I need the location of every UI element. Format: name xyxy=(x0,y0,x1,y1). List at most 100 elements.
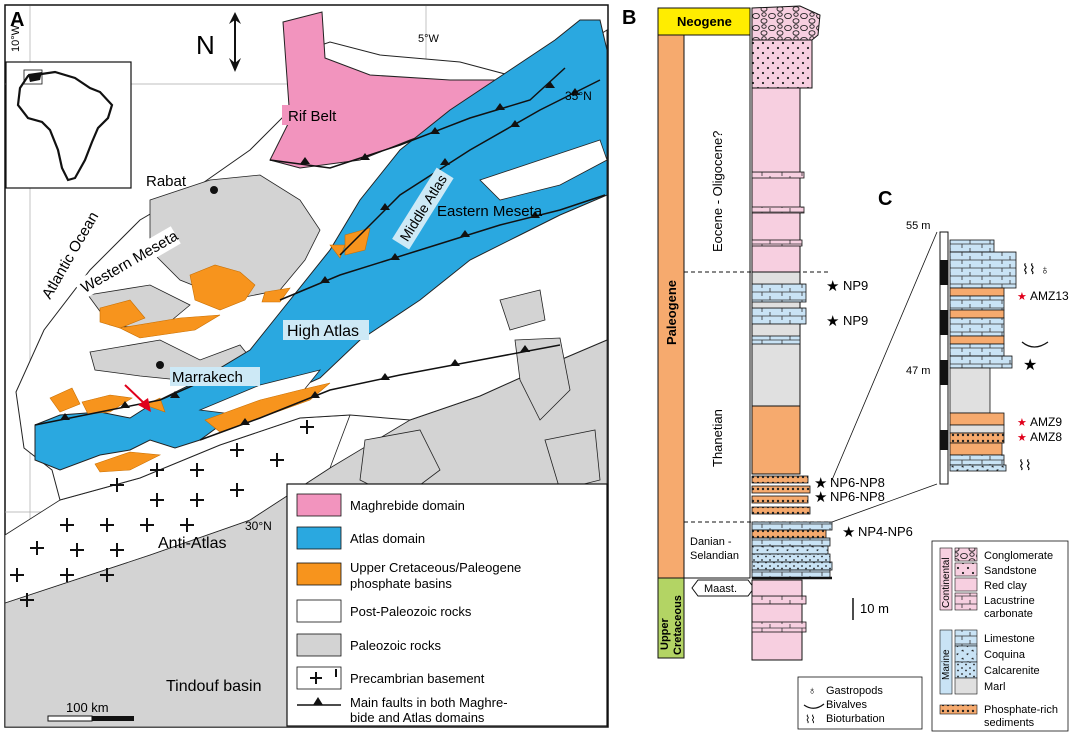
marl-label: Marl xyxy=(984,681,1005,693)
neogene-label: Neogene xyxy=(677,14,732,29)
lon-10w-label: 10°W xyxy=(10,24,22,52)
sandstone-pattern xyxy=(751,39,813,89)
lacustrine-label: Lacustrine xyxy=(984,595,1035,607)
paleogene-label: Paleogene xyxy=(664,280,679,345)
legend-label-post-paleozoic: Post-Paleozoic rocks xyxy=(350,604,472,619)
star-icon: ★ xyxy=(826,313,839,330)
coquina-label: Coquina xyxy=(984,649,1026,661)
rabat-label: Rabat xyxy=(146,173,187,190)
eastern-meseta-label: Eastern Meseta xyxy=(437,203,543,220)
legend-label-maghrebide: Maghrebide domain xyxy=(350,498,465,513)
bioturbation-icon: ⌇⌇ xyxy=(1022,261,1036,277)
np9-marker-b: NP9 xyxy=(843,313,868,328)
atlas-domain-region xyxy=(34,19,608,471)
cross-icon xyxy=(310,672,322,684)
legend-swatch-maghrebide xyxy=(296,493,342,517)
legend-label-phosphate: Upper Cretaceous/Paleogene xyxy=(350,560,521,575)
red-clay-label: Red clay xyxy=(984,580,1027,592)
bioturbation-icon: ⌇⌇ xyxy=(805,714,816,726)
zoom-connector xyxy=(831,483,938,523)
epoch-column xyxy=(683,34,751,579)
legend-label-paleozoic: Paleozoic rocks xyxy=(350,638,442,653)
north-label: N xyxy=(196,30,215,60)
high-atlas-label: High Atlas xyxy=(287,323,359,340)
phosphate-sediments-label: sediments xyxy=(984,717,1035,729)
rabat-marker xyxy=(210,186,218,194)
star-icon: ★ xyxy=(826,278,839,295)
zoom-connector xyxy=(831,231,938,481)
north-arrow xyxy=(229,12,241,72)
sample-star-icon: ★ xyxy=(1017,432,1027,444)
lat-35n-label: 35°N xyxy=(565,89,592,103)
legend-label-faults-2: bide and Atlas domains xyxy=(350,710,485,725)
marrakech-label: Marrakech xyxy=(172,369,243,386)
map-scale-bar xyxy=(47,715,134,722)
stratigraphic-column-panel: B Neogene Paleogene Upper Cretaceous Eoc… xyxy=(622,5,923,730)
marine-label: Marine xyxy=(941,649,952,680)
paleozoic-block xyxy=(514,337,571,421)
star-icon: ★ xyxy=(814,489,827,506)
lon-5w-label: 5°W xyxy=(418,33,440,45)
sandstone-label: Sandstone xyxy=(984,565,1037,577)
star-icon: ★ xyxy=(842,524,855,541)
legend-label-precambrian: Precambrian basement xyxy=(350,671,485,686)
column-scale-label: 10 m xyxy=(860,601,889,616)
maast-label: Maast. xyxy=(704,583,737,595)
fault-tooth-icon xyxy=(313,697,323,705)
africa-inset xyxy=(5,61,132,189)
lat-30n-label: 30°N xyxy=(245,519,272,533)
legend-swatch-phosphate xyxy=(296,562,342,586)
legend-label-phosphate-2: phosphate basins xyxy=(350,576,452,591)
bioturbation-icon: ⌇⌇ xyxy=(1018,457,1032,473)
star-icon: ★ xyxy=(1023,357,1037,374)
scale-label: 100 km xyxy=(66,700,109,715)
bivalve-icon xyxy=(1021,341,1049,348)
bivalves-label: Bivalves xyxy=(826,699,867,711)
gastropod-icon: ♁ xyxy=(1040,262,1050,277)
legend-label-atlas: Atlas domain xyxy=(350,531,425,546)
star-icon: ★ xyxy=(814,475,827,492)
legend-swatch-paleozoic xyxy=(296,633,342,657)
fault-teeth xyxy=(60,81,580,425)
panel-label-c: C xyxy=(878,188,892,210)
phosphate-beds xyxy=(751,475,811,515)
lithology-legend: Continental Conglomerate Sandstone Red c… xyxy=(931,540,1069,732)
legend-swatch-atlas xyxy=(296,526,342,550)
high-atlas-label-bg xyxy=(283,320,369,340)
cretaceous-clay-layer xyxy=(751,579,803,661)
np9-marker-a: NP9 xyxy=(843,278,868,293)
detail-top-label: 55 m xyxy=(906,220,930,232)
danian-beds xyxy=(751,521,833,579)
np6-marker-b: NP6-NP8 xyxy=(830,489,885,504)
post-paleozoic-inlier xyxy=(479,139,608,201)
conglomerate-layer xyxy=(751,5,821,41)
panel-label-a: A xyxy=(10,9,24,31)
phosphate-label: Phosphate-rich xyxy=(984,704,1058,716)
precambrian-crosses xyxy=(10,420,314,607)
rif-belt-label-bg xyxy=(282,105,350,125)
study-site-arrow xyxy=(124,384,151,412)
western-meseta-label-bg xyxy=(73,226,181,300)
sample-star-icon: ★ xyxy=(1017,291,1027,303)
middle-atlas-label-bg xyxy=(392,167,454,250)
legend-swatch-post-paleozoic xyxy=(296,599,342,623)
upper-cretaceous-bar xyxy=(657,577,685,659)
amz8-label: AMZ8 xyxy=(1030,430,1062,444)
neogene-bar xyxy=(657,7,751,36)
marrakech-marker xyxy=(156,361,164,369)
depth-ticks xyxy=(940,260,948,450)
legend-label-faults: Main faults in both Maghre- xyxy=(350,695,508,710)
bioturbation-label: Bioturbation xyxy=(826,713,885,725)
marrakech-label-bg xyxy=(170,367,260,386)
conglomerate-label: Conglomerate xyxy=(984,550,1053,562)
upper-label: Upper xyxy=(659,618,671,651)
np6-marker-a: NP6-NP8 xyxy=(830,475,885,490)
selandian-label: Selandian xyxy=(690,550,739,562)
map-panel: A N 10°W 5°W 35°N 30°N Rif Belt Rabat At… xyxy=(4,4,609,728)
detail-column-panel: C 55 m 47 m ⌇⌇ ♁ ★ AMZ13 ★ ★ AMZ9 xyxy=(831,188,1069,523)
bivalve-icon xyxy=(803,703,825,709)
cretaceous-label: Cretaceous xyxy=(672,595,684,655)
danian-label: Danian - xyxy=(690,536,732,548)
phosphate-basins xyxy=(49,227,371,473)
